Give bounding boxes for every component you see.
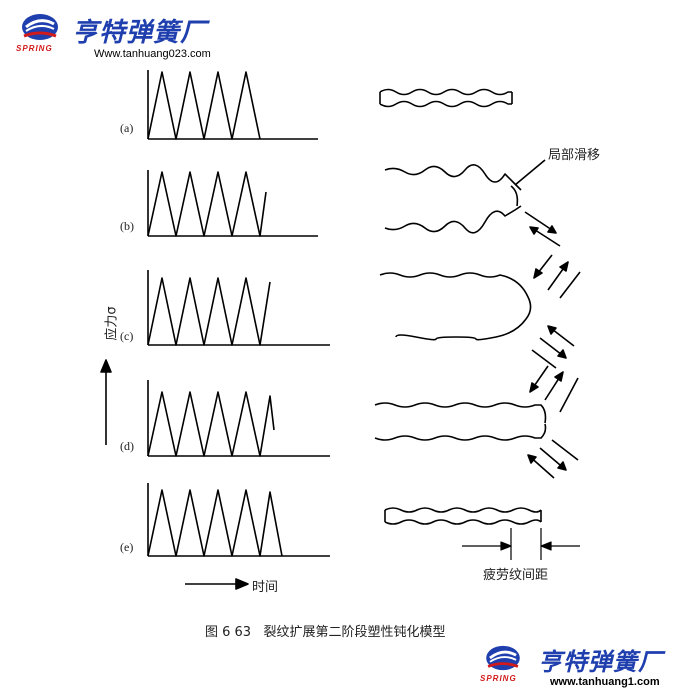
bottom-logo-text: SPRING [480,674,517,683]
slip-arrows-d [527,365,579,479]
top-company-name: 亨特弹簧厂 [72,18,208,48]
spring-logo-icon [484,644,522,672]
y-axis-label: 应力σ [104,306,120,341]
panel-label-d: (d) [120,439,134,453]
spring-logo-shape-bottom [486,645,520,671]
waveform-b [147,170,318,237]
crack-b [384,164,522,234]
panel-label-c: (c) [120,329,134,343]
top-logo-text: SPRING [16,44,53,53]
panel-label-b: (b) [120,219,134,233]
panel-label-a: (a) [120,121,134,135]
top-company-url: Www.tanhuang023.com [94,48,211,60]
top-watermark: SPRING 亨特弹簧厂 Www.tanhuang023.com [8,6,248,62]
waveform-d [147,380,330,457]
crack-c [379,272,532,341]
slip-arrows-c [531,254,581,369]
waveform-e [147,483,330,557]
time-axis-arrow [185,578,249,590]
bottom-watermark: SPRING 亨特弹簧厂 www.tanhuang1.com [474,640,696,696]
crack-a [379,88,513,108]
slip-arrows-b [514,159,561,247]
spring-logo-shape [22,14,58,40]
panel-label-e: (e) [120,540,134,554]
x-axis-label: 时间 [252,580,279,595]
crack-e [384,507,542,525]
waveform-a [147,70,318,140]
striation-spacing-label: 疲劳纹间距 [483,568,549,583]
bottom-company-url: www.tanhuang1.com [550,676,660,688]
figure-caption: 图 6 63 裂纹扩展第二阶段塑性钝化模型 [205,625,446,640]
stress-axis-arrow [100,359,112,445]
crack-d [374,402,547,441]
bottom-company-name: 亨特弹簧厂 [538,648,663,676]
waveform-c [147,270,330,346]
local-slip-label: 局部滑移 [548,148,601,163]
spacing-dimension [462,528,580,560]
spring-logo-icon [20,12,60,42]
